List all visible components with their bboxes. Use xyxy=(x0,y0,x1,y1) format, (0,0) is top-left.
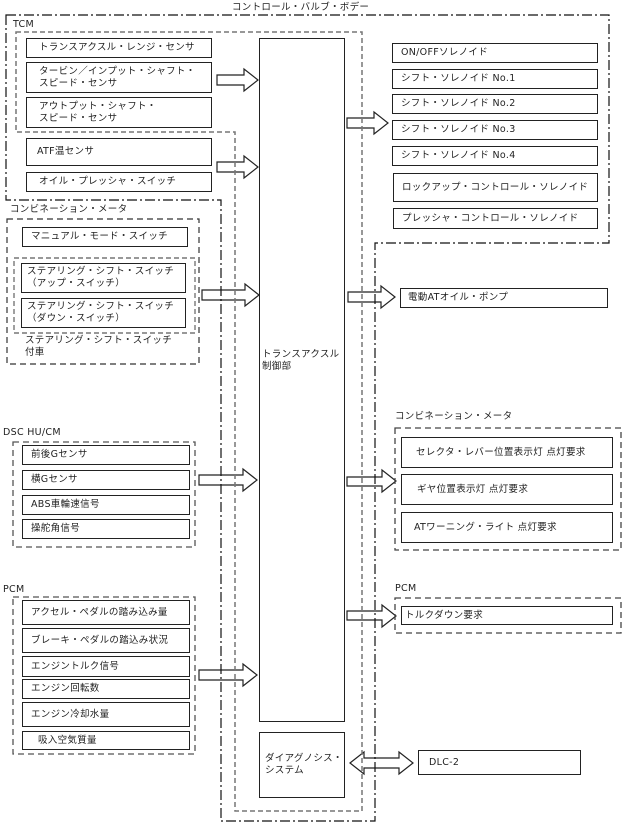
dsc-signal-steering-angle: 操舵角信号 xyxy=(22,519,190,539)
dsc-boundary xyxy=(12,441,196,548)
pcm-signal-engine-speed: エンジン回転数 xyxy=(22,679,190,699)
pcm-in-boundary xyxy=(12,596,196,755)
pcm-signal-intake-air-mass: 吸入空気質量 xyxy=(22,731,190,750)
arrow-valve-body-sensors-to-controller xyxy=(216,154,259,180)
solenoid-shift-3: シフト・ソレノイド No.3 xyxy=(392,120,598,140)
combination-meter-in-boundary xyxy=(6,218,200,365)
pcm-signal-coolant: エンジン冷却水量 xyxy=(22,702,190,727)
tcm-sensor-range: トランスアクスル・レンジ・センサ xyxy=(26,38,212,58)
oil-pressure-switch: オイル・プレッシャ・スイッチ xyxy=(26,172,212,192)
request-gear-position-indicator: ギヤ位置表示灯 点灯要求 xyxy=(401,474,613,505)
arrow-controller-to-pcm xyxy=(346,603,397,629)
solenoid-shift-1: シフト・ソレノイド No.1 xyxy=(392,69,598,89)
solenoid-shift-4: シフト・ソレノイド No.4 xyxy=(392,146,598,166)
steering-shift-down-switch: ステアリング・シフト・スイッチ （ダウン・スイッチ） xyxy=(21,298,186,328)
steering-switch-group-label: ステアリング・シフト・スイッチ 付車 xyxy=(25,335,173,358)
control-valve-body-boundary xyxy=(5,14,610,822)
pcm-signal-brake: ブレーキ・ペダルの踏込み状況 xyxy=(22,628,190,653)
solenoid-on-off: ON/OFFソレノイド xyxy=(392,43,598,63)
transaxle-control-unit-label: トランスアクスル 制御部 xyxy=(262,349,340,372)
dsc-signal-longitudinal-g: 前後Gセンサ xyxy=(22,445,190,465)
tcm-sensor-turbine-input-speed: タービン／インプット・シャフト・ スピード・センサ xyxy=(26,62,212,93)
steering-shift-up-switch: ステアリング・シフト・スイッチ （アップ・スイッチ） xyxy=(21,263,186,293)
double-arrow-diagnosis-dlc xyxy=(349,750,414,776)
pcm-signal-accelerator: アクセル・ペダルの踏み込み量 xyxy=(22,600,190,625)
steering-switch-group-boundary xyxy=(13,257,196,334)
combination-meter-out-label: コンビネーション・メータ xyxy=(395,411,513,422)
solenoid-pressure-control: プレッシャ・コントロール・ソレノイド xyxy=(393,208,598,229)
electric-at-oil-pump: 電動ATオイル・ポンプ xyxy=(400,288,608,308)
combination-meter-out-boundary xyxy=(394,427,622,551)
request-torque-down: トルクダウン要求 xyxy=(401,606,613,625)
arrow-controller-to-solenoids xyxy=(346,110,389,136)
tcm-label: TCM xyxy=(13,19,34,30)
dsc-label: DSC HU/CM xyxy=(3,427,61,438)
arrow-dsc-to-controller xyxy=(198,467,258,493)
pcm-in-label: PCM xyxy=(3,584,25,595)
combination-meter-in-label: コンビネーション・メータ xyxy=(10,204,128,215)
arrow-controller-to-oil-pump xyxy=(347,284,396,310)
pcm-out-boundary xyxy=(394,597,622,634)
dsc-signal-abs-wheel-speed: ABS車輪速信号 xyxy=(22,495,190,515)
tcm-sensor-output-speed: アウトプット・シャフト・ スピード・センサ xyxy=(26,97,212,128)
arrow-controller-to-combination-meter xyxy=(346,468,397,494)
manual-mode-switch: マニュアル・モード・スイッチ xyxy=(22,227,188,247)
request-at-warning-light: ATワーニング・ライト 点灯要求 xyxy=(401,512,613,543)
atf-temperature-sensor: ATF温センサ xyxy=(26,138,212,166)
dsc-signal-lateral-g: 横Gセンサ xyxy=(22,470,190,490)
diagnosis-system: ダイアグノシス・ システム xyxy=(259,732,345,798)
control-valve-body-label: コントロール・バルブ・ボデー xyxy=(232,2,370,13)
pcm-signal-engine-torque: エンジントルク信号 xyxy=(22,656,190,677)
arrow-pcm-to-controller xyxy=(198,662,258,688)
pcm-out-label: PCM xyxy=(395,583,417,594)
tcm-boundary xyxy=(15,31,363,812)
request-selector-lever-indicator: セレクタ・レバー位置表示灯 点灯要求 xyxy=(401,437,613,468)
transaxle-control-unit: トランスアクスル 制御部 xyxy=(259,38,345,722)
arrow-combination-meter-to-controller xyxy=(201,282,260,308)
arrow-tcm-sensors-to-controller xyxy=(216,67,259,93)
dlc-2-connector: DLC-2 xyxy=(418,750,581,775)
solenoid-lockup-control: ロックアップ・コントロール・ソレノイド xyxy=(393,173,598,202)
solenoid-shift-2: シフト・ソレノイド No.2 xyxy=(392,94,598,114)
